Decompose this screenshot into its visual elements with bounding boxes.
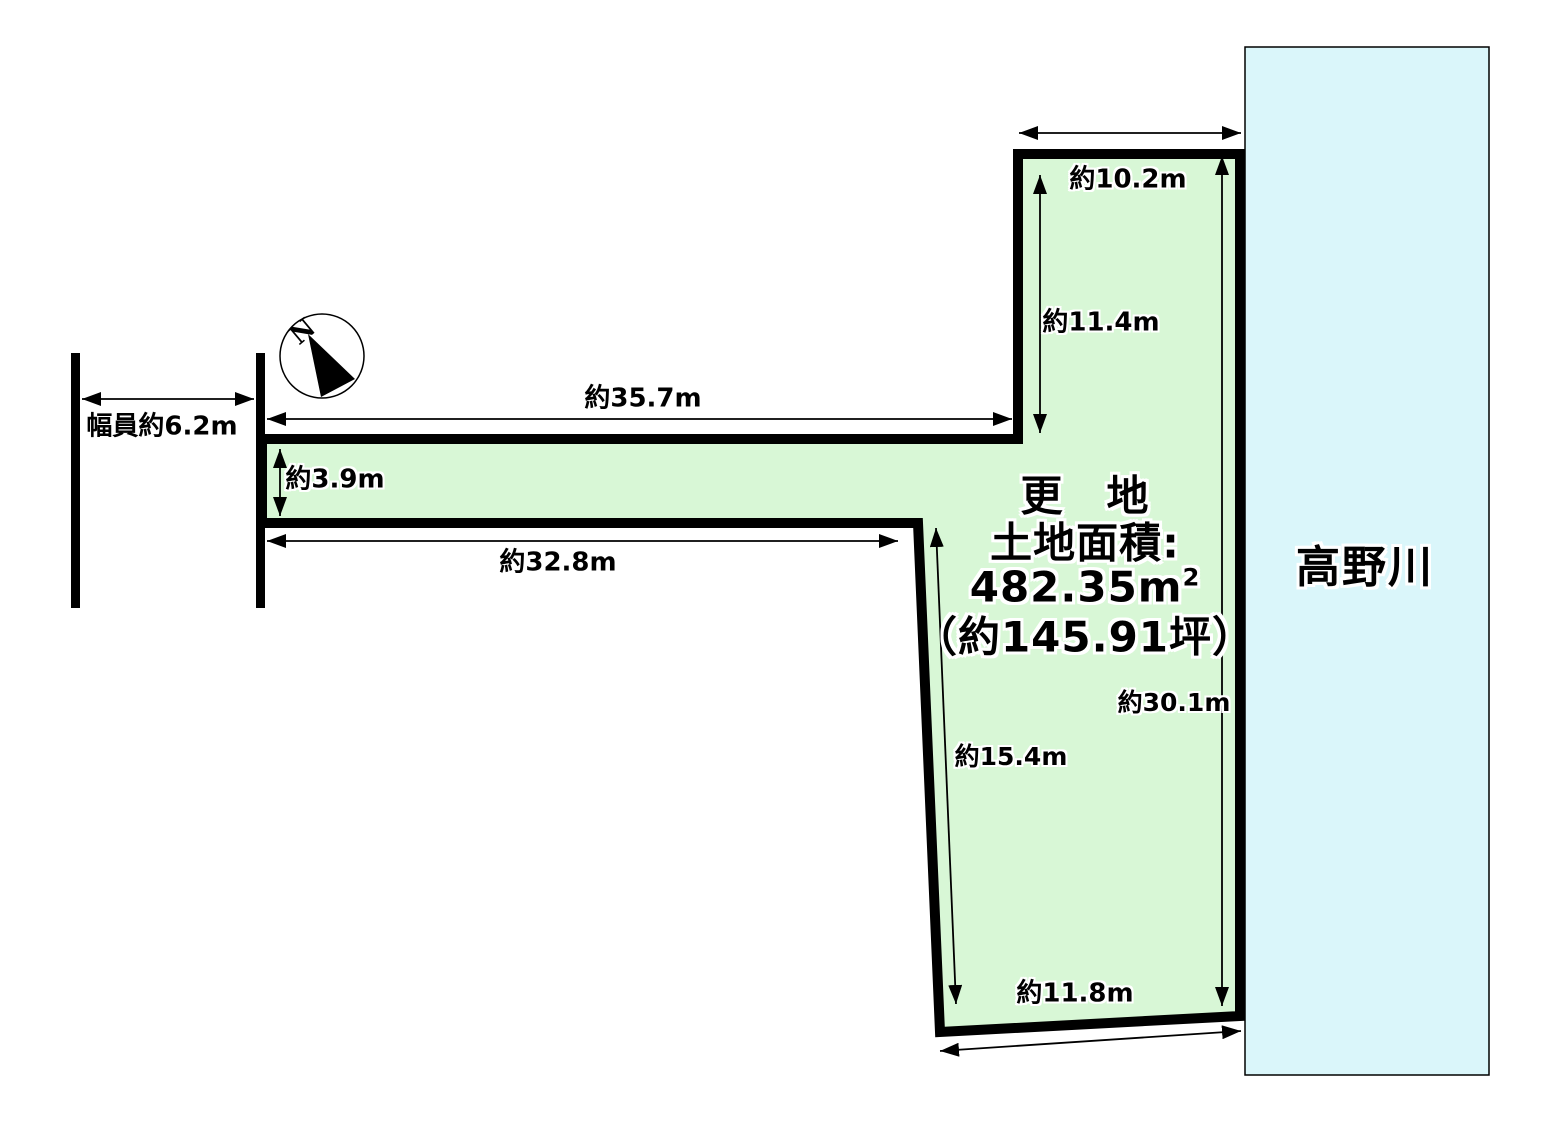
compass: N xyxy=(279,313,365,399)
parcel-area-tsubo: （約145.91坪） xyxy=(914,612,1256,662)
dim-label-bottom-width: 約11.8m xyxy=(1016,978,1134,1009)
river-area xyxy=(1244,46,1490,1076)
dim-arrow-lower-left-edge xyxy=(929,527,963,1005)
road-width-label: 幅員約6.2m xyxy=(86,411,238,442)
dim-label-approach-width: 約3.9m xyxy=(285,464,385,495)
parcel-area-caption: 土地面積: xyxy=(990,518,1180,568)
dim-label-top-width: 約10.2m xyxy=(1069,164,1187,195)
dimension-arrows xyxy=(82,126,1242,1057)
dim-arrow-bottom-width xyxy=(939,1025,1242,1057)
compass-needle xyxy=(308,334,355,397)
road-edge-left xyxy=(71,353,80,608)
dim-label-lower-left-edge: 約15.4m xyxy=(954,742,1068,771)
parcel-area-line: 482.35m2 xyxy=(970,563,1201,612)
dim-label-approach-top: 約35.7m xyxy=(584,383,702,414)
river-label: 高野川 xyxy=(1296,542,1434,593)
parcel-outline xyxy=(257,149,1245,1038)
road-edge-right xyxy=(256,353,265,608)
parcel-area-superscript: 2 xyxy=(1182,563,1201,592)
parcel-area-value: 482.35 xyxy=(969,562,1138,612)
parcel-status-label: 更 地 xyxy=(1020,471,1150,521)
parcel-area-unit: m xyxy=(1137,562,1183,612)
dim-label-right-height: 約30.1m xyxy=(1117,688,1231,717)
dim-label-upper-height: 約11.4m xyxy=(1042,307,1160,338)
dim-label-approach-bottom: 約32.8m xyxy=(499,547,617,578)
